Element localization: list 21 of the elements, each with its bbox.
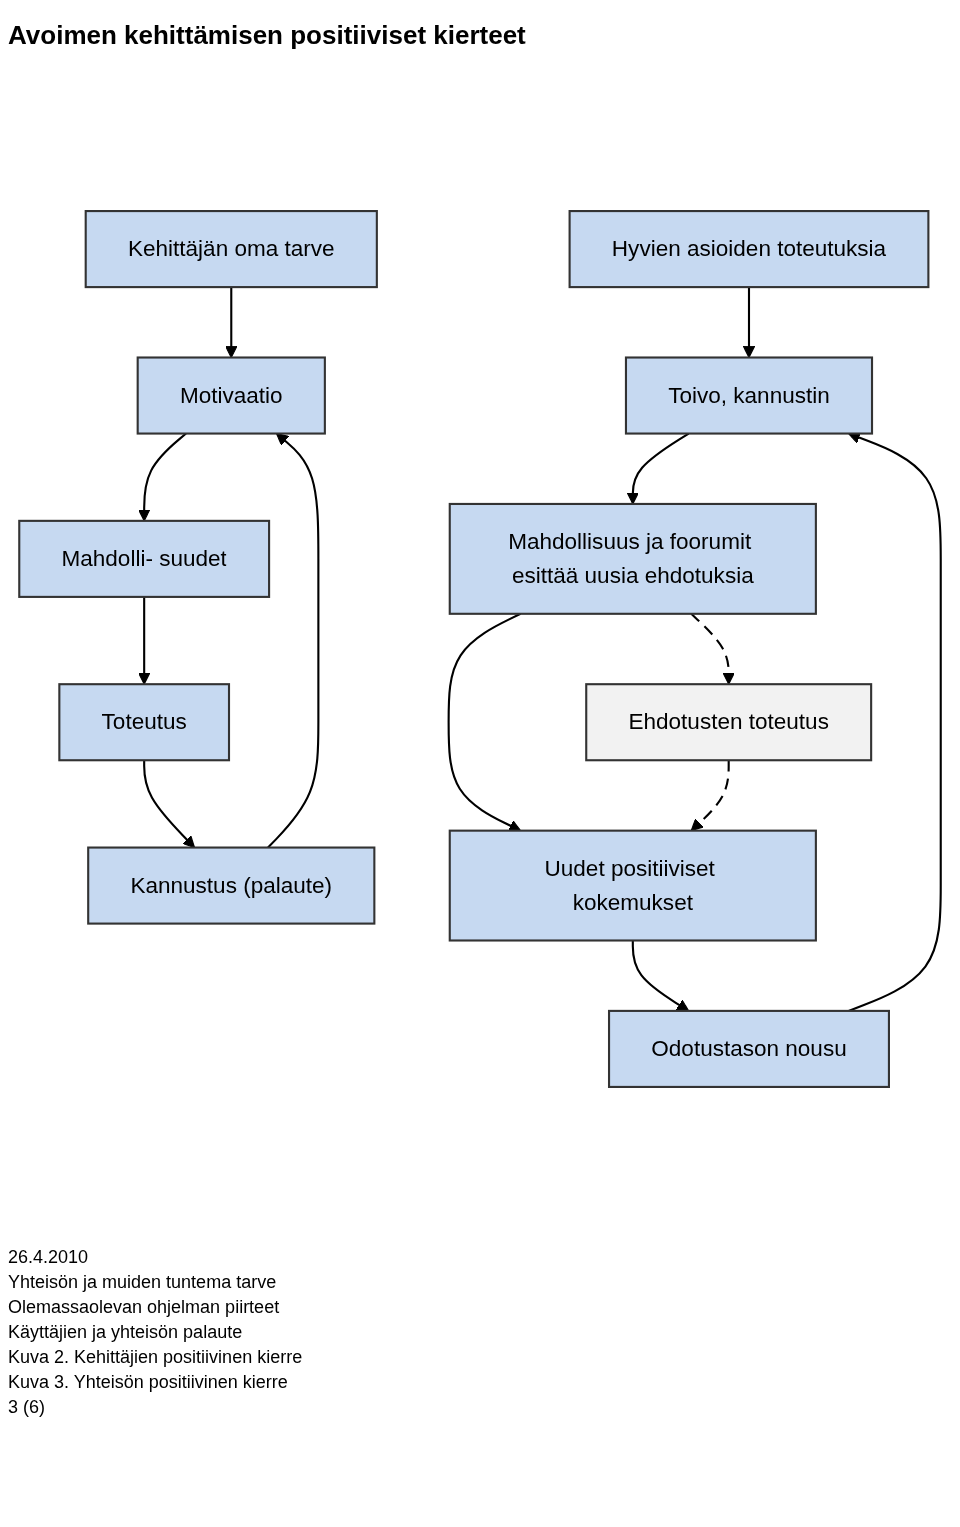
node-box: Mahdollisuus ja foorumit esittää uusia ehdotuksia [448,502,817,615]
node-box: Odotustason nousu [608,1009,890,1088]
node-box: Hyvien asioiden toteutuksia [568,210,930,289]
node-box: Ehdotusten toteutus [585,683,873,762]
diagram-title: Avoimen kehittämisen positiiviset kierteet [8,20,527,51]
arrow [690,613,735,685]
arrow [138,596,151,685]
node-box: Mahdolli- suudet [18,519,271,598]
node-box: Motivaatio [136,356,326,435]
note-text: Kuva 2. Kehittäjien positiivinen kierre [8,1347,304,1368]
note-text: Kuva 3. Yhteisön positiivinen kierre [8,1372,289,1393]
note-text: Käyttäjien ja yhteisön palaute [8,1322,244,1343]
node-box: Toivo, kannustin [624,356,874,435]
node-box: Kannustus (palaute) [87,846,376,925]
note-text: 26.4.2010 [8,1247,90,1268]
note-text: Yhteisön ja muiden tuntema tarve [8,1272,278,1293]
node-box: Kehittäjän oma tarve [84,210,378,289]
node-box: Uudet positiiviset kokemukset [448,829,817,942]
note-text: Olemassaolevan ohjelman piirteet [8,1297,281,1318]
node-box: Toteutus [58,683,231,762]
note-text: 3 (6) [8,1397,46,1418]
